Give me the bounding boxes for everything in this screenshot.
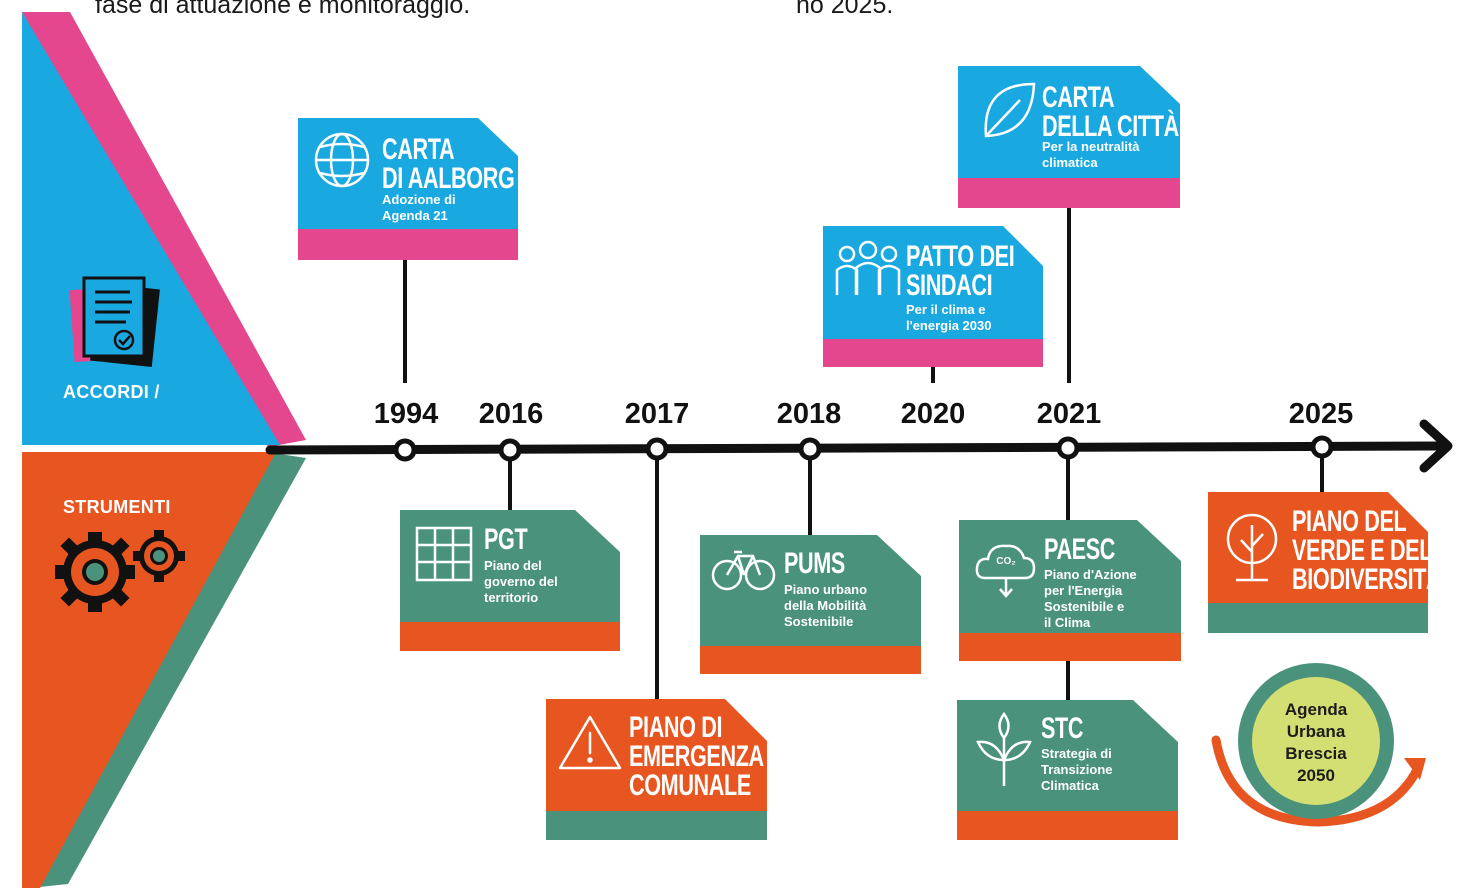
node-1994 bbox=[393, 438, 417, 462]
node-2021 bbox=[1056, 436, 1080, 460]
year-label: 2020 bbox=[900, 398, 966, 430]
year-label: 2018 bbox=[776, 398, 842, 430]
card-patto-subtitle: Per il clima e l'energia 2030 bbox=[906, 302, 992, 333]
tree-icon bbox=[1226, 513, 1278, 582]
co2-cloud-icon bbox=[975, 544, 1036, 598]
year-label: 2021 bbox=[1036, 398, 1102, 430]
strumenti-label: STRUMENTI bbox=[63, 497, 171, 517]
year-label: 2016 bbox=[478, 398, 544, 430]
card-citta bbox=[958, 66, 1180, 208]
card-pgt-title: PGT bbox=[484, 523, 528, 556]
gears-icon bbox=[55, 530, 185, 612]
timeline-nodes bbox=[393, 435, 1334, 462]
agenda-badge bbox=[1211, 663, 1426, 827]
card-stc-subtitle: Strategia di Transizione Climatica bbox=[1041, 746, 1113, 793]
warning-icon bbox=[558, 715, 622, 770]
card-pums-subtitle: Piano urbano della Mobilità Sostenibile bbox=[784, 582, 868, 629]
accordi-label: ACCORDI / bbox=[63, 382, 160, 402]
card-paesc bbox=[959, 520, 1181, 661]
leaf-icon bbox=[984, 82, 1036, 138]
side-top-pink-band bbox=[22, 12, 306, 447]
card-pums-title: PUMS bbox=[784, 547, 845, 580]
card-stc bbox=[957, 700, 1178, 840]
timeline-axis bbox=[265, 419, 1453, 473]
bicycle-icon bbox=[711, 550, 776, 591]
card-paesc-subtitle: Piano d'Azione per l'Energia Sostenibile… bbox=[1044, 567, 1137, 630]
grid-icon bbox=[415, 526, 473, 582]
card-stc-title: STC bbox=[1041, 712, 1084, 745]
card-paesc-title: PAESC bbox=[1044, 533, 1116, 566]
year-label: 2025 bbox=[1288, 398, 1354, 430]
year-label: 2017 bbox=[624, 398, 690, 430]
card-pums bbox=[700, 535, 921, 674]
intro-text-right: no 2025. bbox=[796, 0, 894, 19]
card-patto bbox=[823, 226, 1043, 367]
node-2016 bbox=[498, 438, 522, 462]
connectors bbox=[403, 205, 1324, 700]
card-citta-title: CARTA DELLA CITTÀ bbox=[1042, 81, 1179, 143]
card-aalborg-title: CARTA DI AALBORG bbox=[382, 133, 515, 195]
year-label: 1994 bbox=[373, 398, 439, 430]
card-verde bbox=[1208, 492, 1428, 633]
co2-label: CO₂ bbox=[996, 556, 1016, 567]
globe-icon bbox=[314, 132, 370, 188]
card-citta-subtitle: Per la neutralità climatica bbox=[1042, 139, 1140, 170]
card-emergenza bbox=[546, 699, 767, 840]
documents-icon bbox=[69, 276, 160, 368]
card-emergenza-title: PIANO DI EMERGENZA COMUNALE bbox=[629, 711, 764, 802]
side-top-blue-wedge bbox=[22, 12, 280, 445]
agenda-badge-text: Agenda Urbana Brescia 2050 bbox=[1284, 700, 1348, 785]
card-patto-title: PATTO DEI SINDACI bbox=[906, 240, 1015, 302]
intro-text-left: fase di attuazione e monitoraggio. bbox=[95, 0, 471, 19]
node-2025 bbox=[1310, 435, 1334, 459]
card-aalborg-subtitle: Adozione di Agenda 21 bbox=[382, 192, 456, 223]
card-pgt-subtitle: Piano del governo del territorio bbox=[484, 558, 558, 605]
people-icon bbox=[835, 240, 901, 295]
node-2017 bbox=[645, 437, 669, 461]
card-aalborg bbox=[298, 118, 518, 260]
card-verde-title: PIANO DEL VERDE E DELLA BIODIVERSITÀ bbox=[1292, 505, 1461, 596]
node-2018 bbox=[798, 437, 822, 461]
card-pgt bbox=[400, 510, 620, 651]
sprout-icon bbox=[976, 711, 1032, 786]
